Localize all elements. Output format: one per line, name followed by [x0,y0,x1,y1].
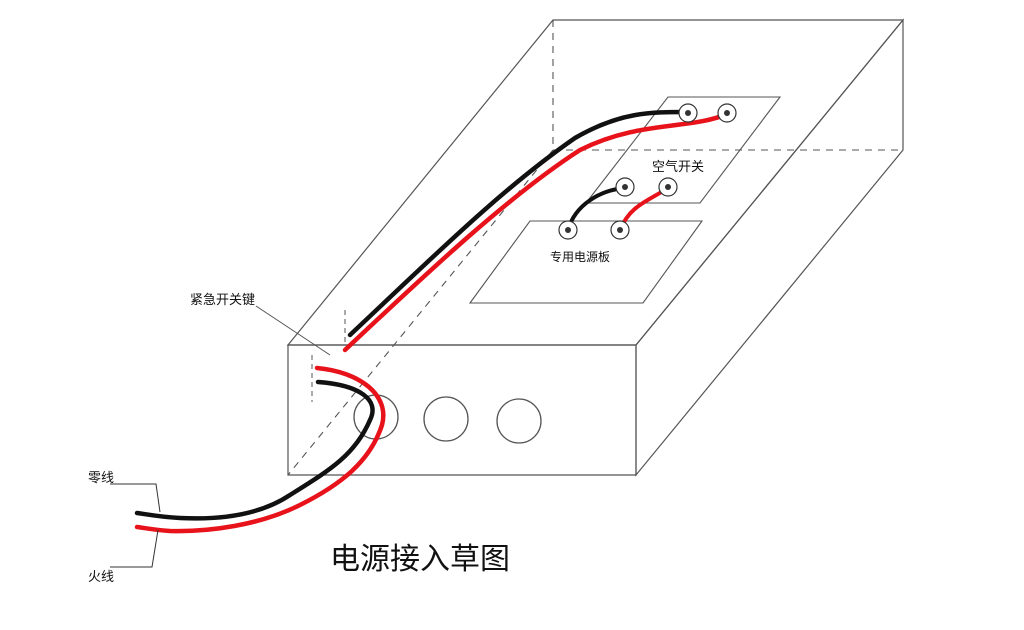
box-side-face [635,18,904,477]
live-wire-leader [110,529,159,568]
power-board-panel [468,220,704,304]
live-wire-label: 火线 [88,570,115,585]
emergency-switch-slot [311,310,346,402]
front-hole-1 [353,394,399,440]
emergency-switch-leader [255,305,331,356]
diagram-title: 电源接入草图 [330,542,510,577]
neutral-wire-external [134,379,375,521]
live-wire-top [342,111,730,353]
power-board-label: 专用电源板 [550,250,611,264]
box-outline [286,18,905,477]
front-hole-3 [496,398,542,444]
live-wire-external [134,365,386,534]
air-switch-panel [584,96,782,204]
air-switch-label: 空气开关 [652,160,705,175]
front-hole-2 [423,396,469,442]
neutral-wire-leader [110,483,161,513]
neutral-wire-label: 零线 [88,471,115,486]
box-front-face [287,344,637,476]
box-top-face [286,19,905,346]
emergency-switch-label: 紧急开关键 [190,293,256,308]
neutral-wire-top [347,109,691,338]
